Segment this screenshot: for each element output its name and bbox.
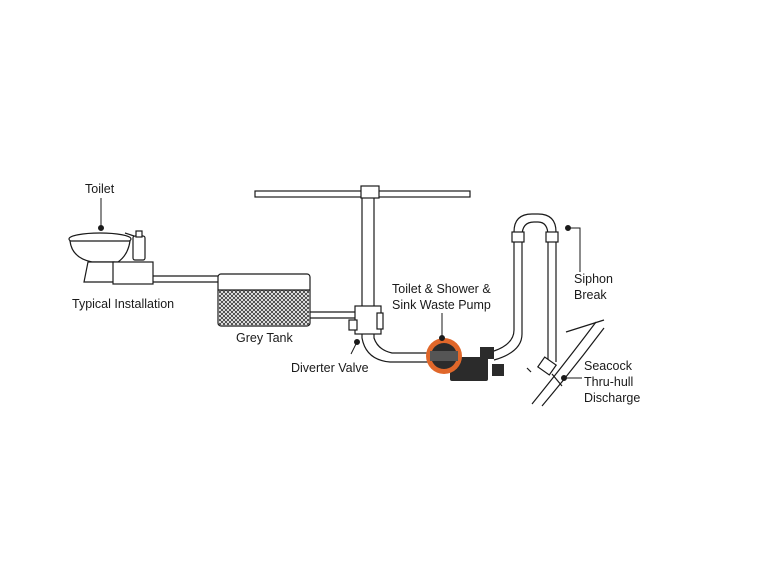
typical-installation-label: Typical Installation	[72, 297, 175, 311]
vent-pipe	[254, 185, 471, 312]
discharge-pipe	[493, 213, 559, 362]
siphon-label-line2: Break	[574, 288, 607, 302]
seacock-icon	[526, 356, 563, 387]
seacock-label-line1: Seacock	[584, 359, 632, 373]
hull-lines	[531, 319, 605, 407]
waste-pump-icon	[426, 338, 504, 381]
toilet-label: Toilet	[85, 182, 115, 196]
tank-outlet-pipe	[310, 311, 362, 319]
leader-lines	[98, 198, 582, 381]
diverter-valve-label: Diverter Valve	[291, 361, 369, 375]
toilet-outlet-pipe	[153, 275, 218, 283]
pump-label-line2: Sink Waste Pump	[392, 298, 491, 312]
pump-label-line1: Toilet & Shower &	[392, 282, 491, 296]
diverter-valve-icon	[348, 305, 384, 335]
seacock-label-line3: Discharge	[584, 391, 641, 405]
grey-tank-label: Grey Tank	[236, 331, 293, 345]
toilet-icon	[68, 230, 154, 285]
grey-tank-icon	[217, 273, 311, 327]
pump-inlet-pipe	[361, 334, 430, 363]
siphon-label-line1: Siphon	[574, 272, 613, 286]
seacock-label-line2: Thru-hull	[584, 375, 634, 389]
